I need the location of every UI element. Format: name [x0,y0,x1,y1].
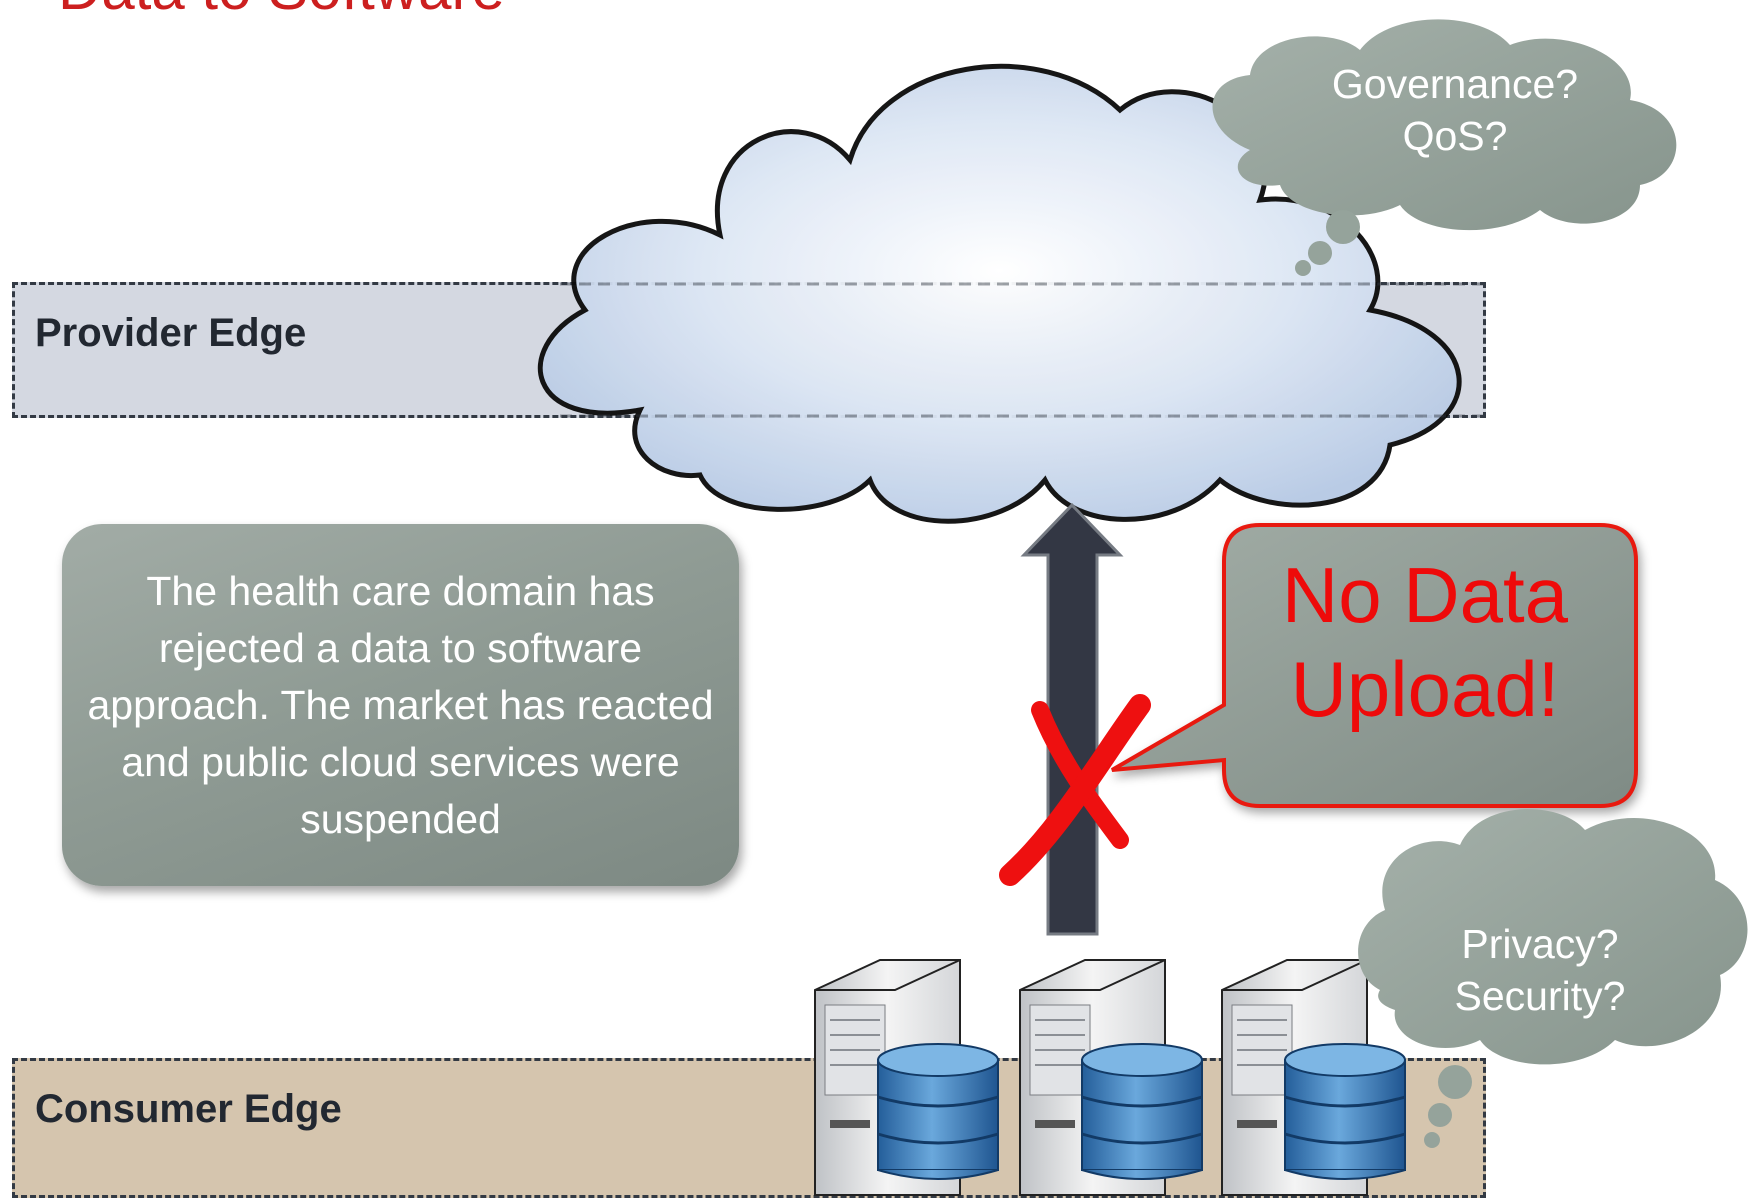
slide-title: Data to Software [58,0,505,23]
callout-line-2: Upload! [1290,645,1560,733]
no-upload-callout [1110,523,1638,808]
thought-bottom-line-1: Privacy? [1461,921,1619,967]
info-box-text: The health care domain has rejected a da… [87,567,714,842]
thought-top-text: Governance? QoS? [1275,58,1635,162]
thought-cloud-top [1212,19,1677,276]
cloud-icon [537,63,1462,524]
info-box: The health care domain has rejected a da… [62,524,739,886]
provider-edge-label: Provider Edge [35,311,307,355]
thought-top-line-1: Governance? [1331,61,1579,107]
database-icon [877,1043,999,1180]
thought-cloud-bottom [1358,809,1748,1148]
blocked-x-icon [999,694,1151,886]
thought-bottom-line-2: Security? [1454,973,1626,1019]
callout-text: No Data Upload! [1225,548,1625,736]
callout-line-1: No Data [1281,551,1569,639]
thought-bottom-text: Privacy? Security? [1395,918,1685,1022]
server-group [814,959,1406,1196]
database-icon [1081,1043,1203,1180]
thought-top-line-2: QoS? [1402,113,1508,159]
database-icon [1284,1043,1406,1180]
consumer-edge-label: Consumer Edge [35,1087,342,1131]
